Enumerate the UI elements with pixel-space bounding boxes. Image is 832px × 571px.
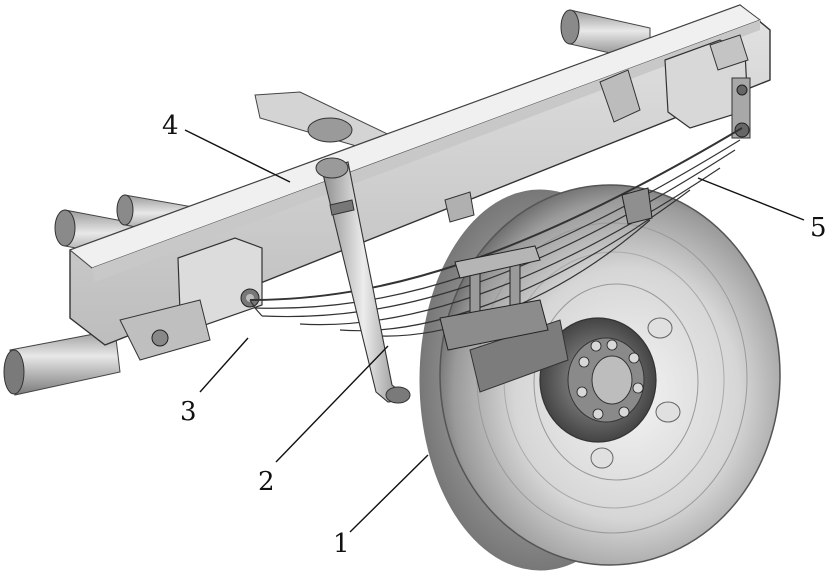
u-bolts: [439, 245, 549, 351]
front-spring-hanger: [119, 237, 263, 361]
callout-2: 2: [258, 467, 275, 497]
callout-3: 3: [180, 397, 197, 427]
cross-member: [254, 91, 402, 151]
leader-line-5: [697, 177, 805, 221]
rear-spring-hanger: [664, 34, 751, 139]
leader-line-4: [184, 129, 291, 183]
callouts: 1 2 3 4 5: [162, 111, 827, 559]
callout-4: 4: [162, 111, 179, 141]
callout-1: 1: [333, 529, 350, 559]
wheel: [419, 184, 781, 571]
shock-absorber: [315, 157, 411, 404]
leader-lines: [184, 129, 805, 533]
spring-clamp: [621, 187, 653, 225]
leader-line-2: [275, 345, 389, 463]
callout-5: 5: [810, 213, 827, 243]
leader-line-1: [349, 454, 429, 533]
leader-line-3: [199, 337, 249, 393]
